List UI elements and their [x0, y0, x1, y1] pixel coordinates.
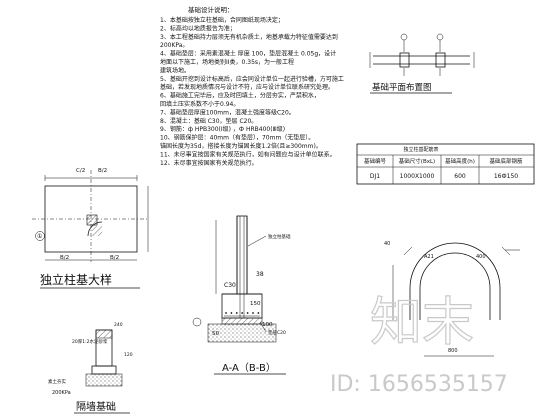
note-line: 2、标高均以地质报告为准；	[160, 24, 236, 32]
note-line: 5、基础开挖到设计标高后，应会同设计单位一起进行验槽，方可施工	[160, 75, 344, 83]
watermark: 知末 ID: 1656535157	[330, 292, 508, 397]
note-line: 锚固长度为35d，搭接长度为锚固长度1.2倍(且≥300mm)。	[160, 142, 322, 150]
rebar-dot	[246, 312, 249, 314]
wall-foundation: 20厚1:2水泥砂浆 240 120 素土夯实 200KPa 隔墙基础	[48, 322, 133, 414]
rebar-table: 独立柱基配筋表 基础编号 基础尺寸(BxL) 基础高度(h) 基础底部钢筋 DJ…	[356, 143, 535, 185]
rebar-dot	[235, 312, 238, 314]
note-line: 建筑场地。	[160, 66, 190, 74]
design-notes: 基础设计说明： 1、本基础按独立柱基础，合同图纸现场决定；2、标高均以地质报告为…	[160, 5, 344, 167]
section-note-bottom: 垫层C20	[268, 329, 286, 336]
dim-half-top: B/2	[98, 168, 107, 174]
plan-title: 基础平面布置图	[372, 82, 432, 93]
note-line: 7、基础垫层厚度100mm，混凝土强度等级C20。	[160, 108, 295, 116]
note-line: 200KPa。	[160, 42, 188, 49]
note-line: 9、钢筋：ф HPB300(Ⅰ级) ，Ф HRB400(Ⅲ级)	[160, 125, 285, 133]
footing-detail: C/2 B/2 B/2 B/2 ① 独立柱基大样	[32, 168, 149, 289]
section-50: 50	[212, 331, 219, 337]
table-cell-0-1: 1000X1000	[400, 173, 435, 180]
table-header-2: 基础高度(h)	[445, 157, 475, 165]
section-38: 38	[256, 271, 264, 278]
table-header-3: 基础底部钢筋	[489, 157, 523, 165]
dim-half-left: C/2	[76, 168, 85, 174]
dim-b-right: B/2	[110, 255, 119, 261]
axis-marker: ①	[37, 233, 42, 240]
section-concrete: C30	[224, 282, 236, 289]
note-line: 12、未尽事宜按国家有关规范执行。	[160, 159, 258, 167]
note-line: 8、混凝土：基础 C30，垫层 C20。	[160, 117, 257, 125]
table-cell-0-3: 16Ф150	[494, 173, 518, 180]
table-cell-0-2: 600	[454, 173, 466, 180]
note-line: 1、本基础按独立柱基础，合同图纸现场决定；	[160, 16, 284, 24]
wall-v120: 120	[124, 352, 133, 358]
dim-b-left: B/2	[60, 255, 69, 261]
table-header-1: 基础尺寸(BxL)	[399, 157, 435, 165]
arch-e: 800	[448, 348, 458, 354]
section-100: 100	[262, 322, 273, 328]
wall-v20: 20厚1:2水泥砂浆	[72, 338, 108, 345]
wall-bottom: 200KPa	[52, 390, 71, 396]
watermark-brand: 知末	[370, 293, 474, 353]
section-note-right: 独立柱基础	[268, 233, 291, 240]
section-150: 150	[250, 301, 261, 307]
rebar-dot	[252, 312, 254, 314]
wall-soil: 素土夯实	[48, 378, 66, 385]
note-line: 地面以下施工，场地类别II类，0.35s，为一般工程	[160, 58, 294, 66]
column-shaft	[236, 215, 248, 295]
column-section	[86, 214, 98, 226]
note-line: 4、基础垫层：采用素混凝土 厚度 100，垫层混凝土 0.05g，设计	[160, 50, 336, 58]
notes-heading: 基础设计说明：	[188, 5, 234, 14]
arch-detail: A21 400 40 800	[384, 241, 520, 357]
rebar-dot	[230, 312, 233, 314]
arch-a: A21	[424, 254, 434, 260]
table-caption: 独立柱基配筋表	[403, 146, 438, 153]
detail-title: 独立柱基大样	[40, 272, 112, 287]
wall-v240: 240	[114, 322, 123, 328]
note-line: 6、基础施工完毕后，应及时回填土，分层夯实，严禁积水，	[160, 92, 320, 100]
watermark-id: ID: 1656535157	[330, 372, 508, 397]
rebar-dot	[257, 312, 260, 314]
rebar-dot	[241, 312, 244, 314]
wall-title: 隔墙基础	[76, 400, 116, 413]
table-header-0: 基础编号	[364, 157, 387, 165]
rebar-dot	[225, 312, 227, 314]
foundation-plan: 基础平面布置图	[369, 33, 475, 94]
note-line: 10、钢筋保护层：40mm（有垫层），70mm（无垫层）。	[160, 134, 314, 142]
arch-b: 400	[476, 254, 486, 260]
note-line: 回填土压实系数不小于0.94。	[160, 100, 239, 108]
note-line: 3、本工程基础持力层须无有机杂质土，地基承载力特征值需要达到	[160, 33, 338, 41]
table-cell-0-0: DJ1	[370, 173, 380, 180]
arch-c: 40	[384, 241, 390, 247]
section-a-a: C30 38 150 100 50 独立柱基础 垫层C20 A-A（B-B）	[192, 215, 291, 375]
note-line: 基础，若发现地质情况与设计不符，应与设计单位联系研究处理。	[160, 83, 334, 91]
section-title: A-A（B-B）	[222, 362, 276, 374]
note-line: 11、未尽事宜按国家有关规范执行，如有问题应与设计单位联系。	[160, 150, 336, 158]
